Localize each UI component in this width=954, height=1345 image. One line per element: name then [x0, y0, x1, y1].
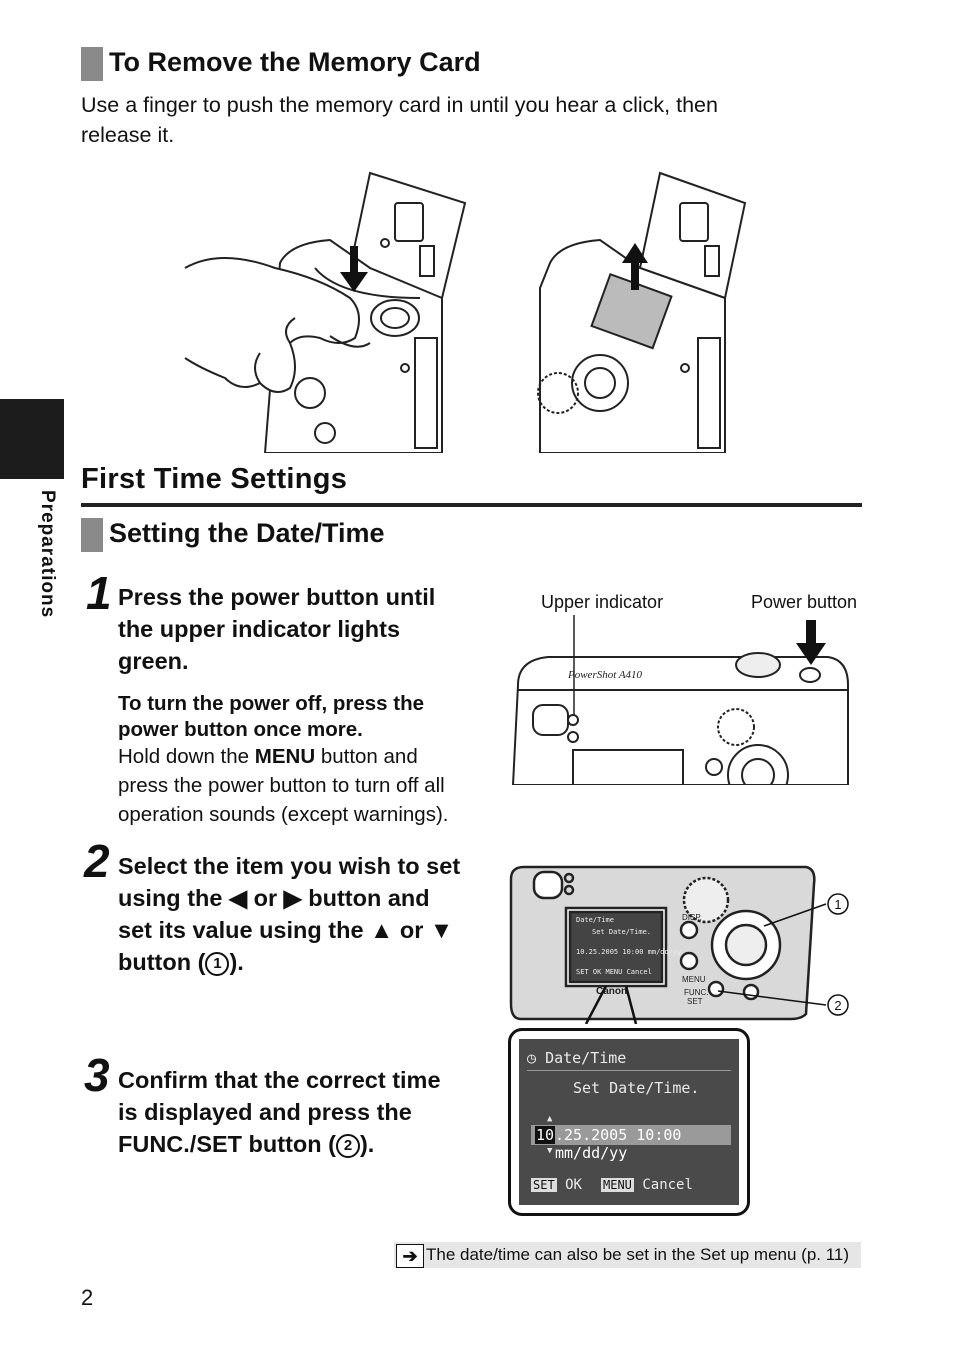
- mini-lcd-date: 10.25.2005 10:00 mm/dd/yy: [576, 948, 681, 956]
- step3-line2: is displayed and press the: [118, 1099, 412, 1125]
- remove-card-text-line2: release it.: [81, 123, 175, 147]
- set-label: SET: [687, 997, 703, 1006]
- lcd-menu-cancel[interactable]: MENU Cancel: [601, 1177, 693, 1193]
- camera-top-illustration: PowerShot A410: [511, 615, 849, 785]
- callout-2: 2: [834, 998, 841, 1013]
- left-arrow-icon: ◀: [228, 885, 248, 911]
- lcd-zoom-frame: ◷ Date/Time Set Date/Time. ▲ 10 .25.2005…: [508, 1028, 750, 1216]
- camera-model-text: PowerShot A410: [567, 669, 643, 681]
- power-button-label: Power button: [751, 592, 858, 612]
- camera-back-illustration: Date/Time Set Date/Time. 10.25.2005 10:0…: [509, 865, 849, 1024]
- step3-number: 3: [84, 1049, 110, 1101]
- tip-box: ➔ The date/time can also be set in the S…: [394, 1242, 861, 1268]
- step2-line4a: button (: [118, 949, 206, 975]
- remove-card-heading: To Remove the Memory Card: [109, 47, 481, 77]
- remove-card-illustration-push: [184, 171, 467, 453]
- step3-line3b: ).: [359, 1131, 375, 1157]
- step2-line2a: using the: [118, 885, 229, 911]
- lcd-set-ok[interactable]: SET OK: [531, 1177, 582, 1193]
- step2-line2: using the ◀ or ▶ button and: [118, 882, 430, 915]
- circle-one-icon: 1: [205, 952, 230, 976]
- brand-label: Canon: [596, 986, 627, 997]
- lcd-subtitle: Set Date/Time.: [573, 1079, 700, 1097]
- page-number: 2: [81, 1285, 94, 1310]
- step1-number: 1: [86, 567, 112, 619]
- step2-line4: button (1).: [118, 946, 244, 979]
- remove-card-text-line1: Use a finger to push the memory card in …: [81, 93, 718, 117]
- right-arrow-icon: ▶: [283, 885, 302, 911]
- note-pre: Hold down the: [118, 745, 255, 768]
- step2-line4b: ).: [229, 949, 244, 975]
- mini-lcd-subtitle: Set Date/Time.: [592, 928, 651, 936]
- lcd-title-underline: [527, 1070, 731, 1071]
- side-tab-marker: [0, 399, 64, 479]
- down-arrow-icon: ▼: [429, 917, 454, 943]
- lcd-day-selected[interactable]: 10: [535, 1126, 556, 1144]
- step2-line3b: or: [393, 917, 430, 943]
- step3-line3a: FUNC./SET button (: [118, 1131, 336, 1157]
- tip-text: The date/time can also be set in the Set…: [426, 1245, 850, 1264]
- heading-rule: [81, 503, 862, 507]
- date-time-subheading: Setting the Date/Time: [109, 518, 385, 548]
- side-tab-label: Preparations: [37, 490, 58, 619]
- first-time-heading: First Time Settings: [81, 463, 348, 495]
- lcd-up-caret-icon: ▲: [547, 1114, 553, 1124]
- lcd-title-row: ◷ Date/Time: [527, 1049, 626, 1067]
- circle-two-icon: 2: [335, 1134, 360, 1158]
- section-marker-2: [81, 518, 103, 552]
- step2-line3: set its value using the ▲ or ▼: [118, 914, 453, 947]
- lcd-cancel-label: Cancel: [642, 1177, 693, 1193]
- note-menu-word: MENU: [254, 745, 316, 768]
- mini-lcd-title: Date/Time: [576, 916, 614, 924]
- remove-card-illustration-release: [537, 171, 747, 453]
- lcd-title: Date/Time: [545, 1049, 627, 1067]
- step1-note-line3: operation sounds (except warnings).: [118, 803, 449, 826]
- step1-line3: green.: [118, 648, 189, 674]
- up-arrow-icon: ▲: [370, 917, 394, 943]
- lcd-date-rest: .25.2005 10:00 mm/dd/yy: [555, 1126, 682, 1162]
- arrow-right-icon: ➔: [396, 1244, 424, 1268]
- step1-line2: the upper indicator lights: [118, 616, 401, 642]
- step2-line2b: or: [247, 885, 284, 911]
- func-label: FUNC.: [684, 988, 708, 997]
- step2-line1: Select the item you wish to set: [118, 853, 461, 879]
- lcd-date-row: 10 .25.2005 10:00 mm/dd/yy: [531, 1125, 731, 1162]
- lcd-screen: ◷ Date/Time Set Date/Time. ▲ 10 .25.2005…: [519, 1039, 739, 1205]
- step3-line3: FUNC./SET button (2).: [118, 1128, 374, 1161]
- menu-label: MENU: [682, 975, 706, 984]
- callout-1: 1: [834, 897, 841, 912]
- note-post: button and: [315, 745, 418, 768]
- lcd-ok-label: OK: [565, 1177, 582, 1193]
- step1-note-bold1: To turn the power off, press the: [118, 692, 424, 715]
- step1-note-line1: Hold down the MENU button and: [118, 742, 418, 771]
- step2-line2c: button and: [301, 885, 430, 911]
- set-key-icon: SET: [531, 1178, 557, 1192]
- step1-note-bold2: power button once more.: [118, 718, 363, 741]
- disp-label: DISP.: [682, 913, 702, 922]
- step3-line1: Confirm that the correct time: [118, 1067, 441, 1093]
- menu-key-icon: MENU: [601, 1178, 634, 1192]
- mini-lcd-keys: SET OK MENU Cancel: [576, 968, 652, 976]
- upper-indicator-label: Upper indicator: [541, 592, 664, 612]
- section-marker: [81, 47, 103, 81]
- step2-number: 2: [84, 835, 110, 887]
- step1-line1: Press the power button until: [118, 584, 436, 610]
- step1-note-line2: press the power button to turn off all: [118, 774, 445, 797]
- step2-line3a: set its value using the: [118, 917, 371, 943]
- lcd-down-caret-icon: ▼: [547, 1146, 553, 1156]
- clock-icon: ◷: [527, 1049, 546, 1067]
